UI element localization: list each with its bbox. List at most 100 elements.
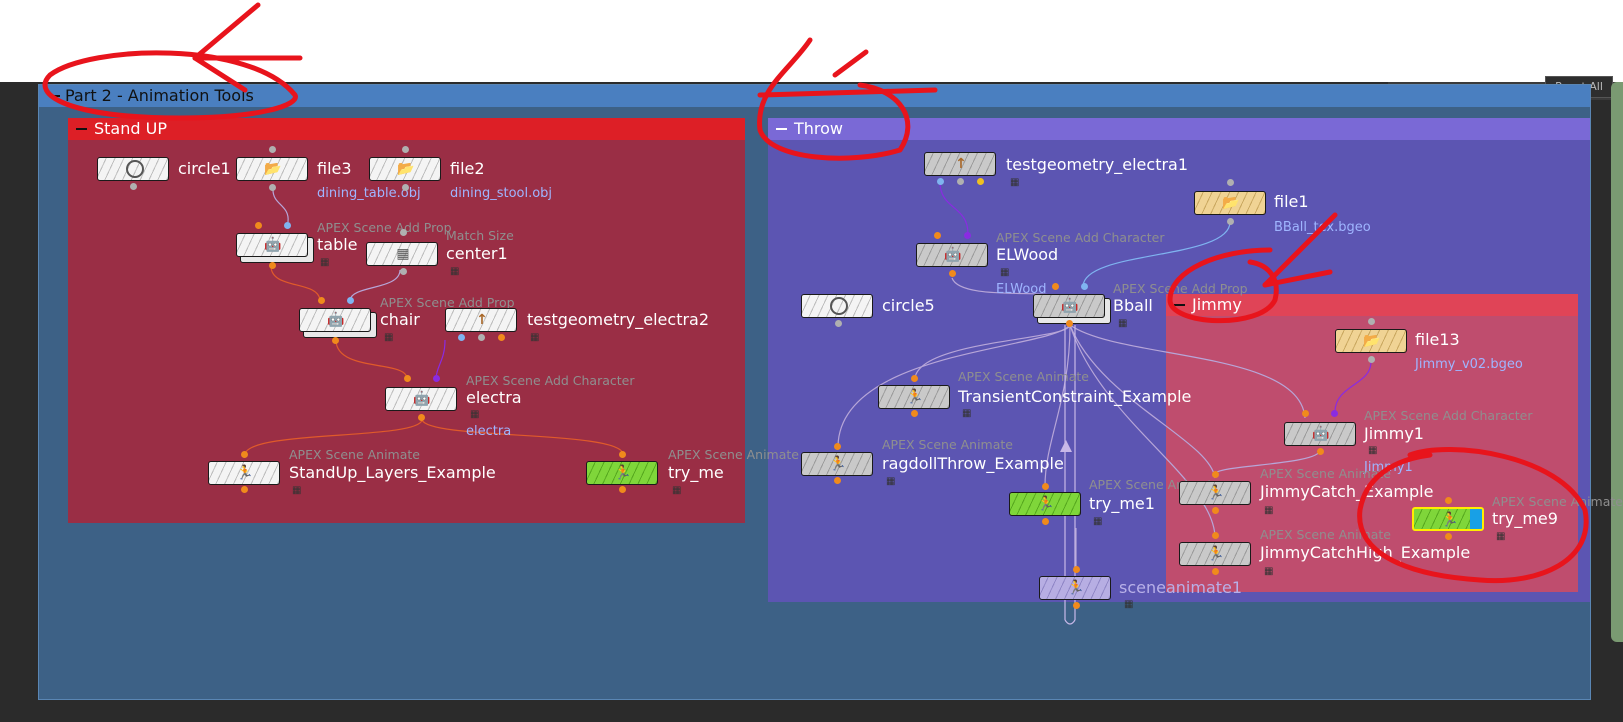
input-port[interactable] bbox=[1368, 318, 1375, 325]
minus-icon[interactable] bbox=[49, 95, 60, 97]
node-tile[interactable]: 🤖 bbox=[1033, 294, 1105, 318]
minus-icon[interactable] bbox=[776, 128, 787, 130]
input-port[interactable] bbox=[400, 229, 407, 236]
node-tile[interactable]: 🏃 bbox=[1039, 576, 1111, 600]
output-port[interactable] bbox=[269, 262, 276, 269]
input-port[interactable] bbox=[318, 297, 325, 304]
input-port[interactable] bbox=[269, 146, 276, 153]
flag-icon: ▦ bbox=[1000, 267, 1010, 278]
figure-icon: 🤖 bbox=[264, 237, 282, 253]
node-tile[interactable]: 🏃 bbox=[801, 452, 873, 476]
output-port[interactable] bbox=[937, 178, 944, 185]
output-port[interactable] bbox=[498, 334, 505, 341]
output-port[interactable] bbox=[458, 334, 465, 341]
output-port[interactable] bbox=[130, 183, 137, 190]
figure-icon: 🏃 bbox=[614, 465, 632, 481]
output-port[interactable] bbox=[1066, 320, 1073, 327]
node-tile[interactable] bbox=[97, 157, 169, 181]
network-box-header[interactable]: Stand UP bbox=[68, 118, 745, 140]
network-box-header[interactable]: Part 2 - Animation Tools bbox=[39, 85, 1590, 107]
node-tile[interactable]: ▦ bbox=[366, 242, 438, 266]
node-tile[interactable]: 📂 bbox=[236, 157, 308, 181]
output-port[interactable] bbox=[1368, 356, 1375, 363]
input-port[interactable] bbox=[255, 222, 262, 229]
node-tile[interactable]: ↑ bbox=[445, 308, 517, 332]
flag-icon: ▦ bbox=[384, 332, 394, 343]
folder-icon: 📂 bbox=[1222, 195, 1240, 211]
input-port[interactable] bbox=[1212, 532, 1219, 539]
output-port[interactable] bbox=[834, 477, 841, 484]
output-port[interactable] bbox=[957, 178, 964, 185]
input-port[interactable] bbox=[1052, 283, 1059, 290]
right-scroll-strip[interactable] bbox=[1611, 82, 1623, 642]
input-port[interactable] bbox=[1073, 566, 1080, 573]
output-port[interactable] bbox=[332, 337, 339, 344]
input-port[interactable] bbox=[402, 146, 409, 153]
node-tile[interactable]: 🤖 bbox=[916, 243, 988, 267]
node-tile[interactable]: 🏃 bbox=[878, 385, 950, 409]
output-port[interactable] bbox=[949, 270, 956, 277]
input-port[interactable] bbox=[911, 375, 918, 382]
node-label: ELWood bbox=[996, 245, 1059, 264]
node-label: file13 bbox=[1415, 330, 1460, 349]
node-label: StandUp_Layers_Example bbox=[289, 463, 496, 482]
input-port[interactable] bbox=[1302, 410, 1309, 417]
output-port[interactable] bbox=[1212, 568, 1219, 575]
network-box-header[interactable]: Jimmy bbox=[1166, 294, 1578, 316]
node-tile[interactable]: 📂 bbox=[369, 157, 441, 181]
input-port[interactable] bbox=[241, 451, 248, 458]
network-box-header[interactable]: Throw bbox=[768, 118, 1590, 140]
node-tile[interactable]: 🏃 bbox=[586, 461, 658, 485]
output-port[interactable] bbox=[241, 486, 248, 493]
input-port[interactable] bbox=[433, 375, 440, 382]
input-port[interactable] bbox=[347, 297, 354, 304]
node-label: try_me1 bbox=[1089, 494, 1155, 513]
output-port[interactable] bbox=[418, 414, 425, 421]
node-label: try_me bbox=[668, 463, 724, 482]
node-tile[interactable]: 🏃 bbox=[1179, 542, 1251, 566]
output-port[interactable] bbox=[977, 178, 984, 185]
input-port[interactable] bbox=[1445, 497, 1452, 504]
output-port[interactable] bbox=[1212, 507, 1219, 514]
input-port[interactable] bbox=[934, 232, 941, 239]
node-label: center1 bbox=[446, 244, 508, 263]
node-tile[interactable]: 🏃 bbox=[1179, 481, 1251, 505]
output-port[interactable] bbox=[478, 334, 485, 341]
node-tile[interactable]: 🏃 bbox=[1412, 507, 1484, 531]
input-port[interactable] bbox=[404, 375, 411, 382]
output-port[interactable] bbox=[1042, 518, 1049, 525]
node-tile[interactable]: 🤖 bbox=[1284, 422, 1356, 446]
minus-icon[interactable] bbox=[1174, 304, 1185, 306]
input-port[interactable] bbox=[834, 443, 841, 450]
output-port[interactable] bbox=[835, 320, 842, 327]
output-port[interactable] bbox=[1227, 218, 1234, 225]
input-port[interactable] bbox=[1227, 179, 1234, 186]
output-port[interactable] bbox=[402, 184, 409, 191]
output-port[interactable] bbox=[911, 410, 918, 417]
input-port[interactable] bbox=[284, 222, 291, 229]
output-port[interactable] bbox=[1073, 602, 1080, 609]
node-tile[interactable]: 🤖 bbox=[385, 387, 457, 411]
node-tile[interactable]: 📂 bbox=[1335, 329, 1407, 353]
output-port[interactable] bbox=[400, 268, 407, 275]
node-tile[interactable] bbox=[801, 294, 873, 318]
output-port[interactable] bbox=[619, 486, 626, 493]
input-port[interactable] bbox=[619, 451, 626, 458]
input-port[interactable] bbox=[1331, 410, 1338, 417]
node-tile[interactable]: ↑ bbox=[924, 152, 996, 176]
node-tile[interactable]: 🤖 bbox=[236, 233, 308, 257]
output-port[interactable] bbox=[1445, 533, 1452, 540]
minus-icon[interactable] bbox=[76, 128, 87, 130]
flag-icon: ▦ bbox=[470, 409, 480, 420]
input-port[interactable] bbox=[964, 232, 971, 239]
output-port[interactable] bbox=[269, 184, 276, 191]
input-port[interactable] bbox=[1212, 471, 1219, 478]
node-tile[interactable]: 🤖 bbox=[299, 308, 371, 332]
input-port[interactable] bbox=[1081, 283, 1088, 290]
node-tile[interactable]: 📂 bbox=[1194, 191, 1266, 215]
flag-icon: ▦ bbox=[450, 266, 460, 277]
node-tile[interactable]: 🏃 bbox=[208, 461, 280, 485]
node-tile[interactable]: 🏃 bbox=[1009, 492, 1081, 516]
input-port[interactable] bbox=[1042, 483, 1049, 490]
output-port[interactable] bbox=[1317, 448, 1324, 455]
